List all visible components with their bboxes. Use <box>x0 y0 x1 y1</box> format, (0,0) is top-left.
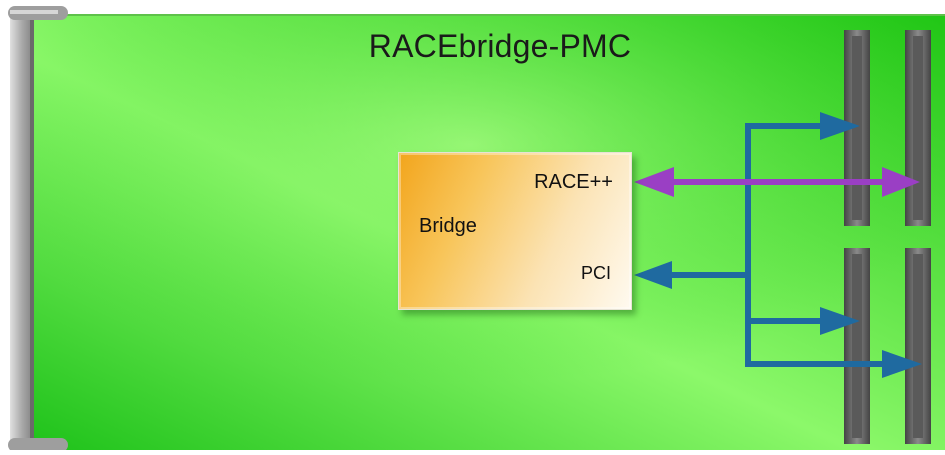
pcb-top-edge <box>32 14 945 16</box>
pci-port-label: PCI <box>580 263 611 283</box>
pmc-connector-j2 <box>905 30 931 226</box>
bridge-label: Bridge <box>419 215 477 237</box>
bridge-chip: RACE++ Bridge PCI <box>398 152 632 310</box>
pmc-connector-j4 <box>905 248 931 444</box>
pci-arrow-to-j4 <box>882 350 922 378</box>
board-title: RACEbridge-PMC <box>368 28 632 64</box>
pmc-connector-j3 <box>844 248 870 444</box>
pci-arrow-to-j1 <box>820 112 860 140</box>
race-arrow-to-j2 <box>882 167 920 197</box>
race-port-label: RACE++ <box>534 171 613 193</box>
pci-bus <box>665 123 887 367</box>
race-arrow-to-bridge <box>634 167 674 197</box>
pci-arrow-to-j3 <box>820 307 860 335</box>
front-bracket <box>8 6 68 452</box>
pci-arrow-to-bridge <box>634 261 672 289</box>
